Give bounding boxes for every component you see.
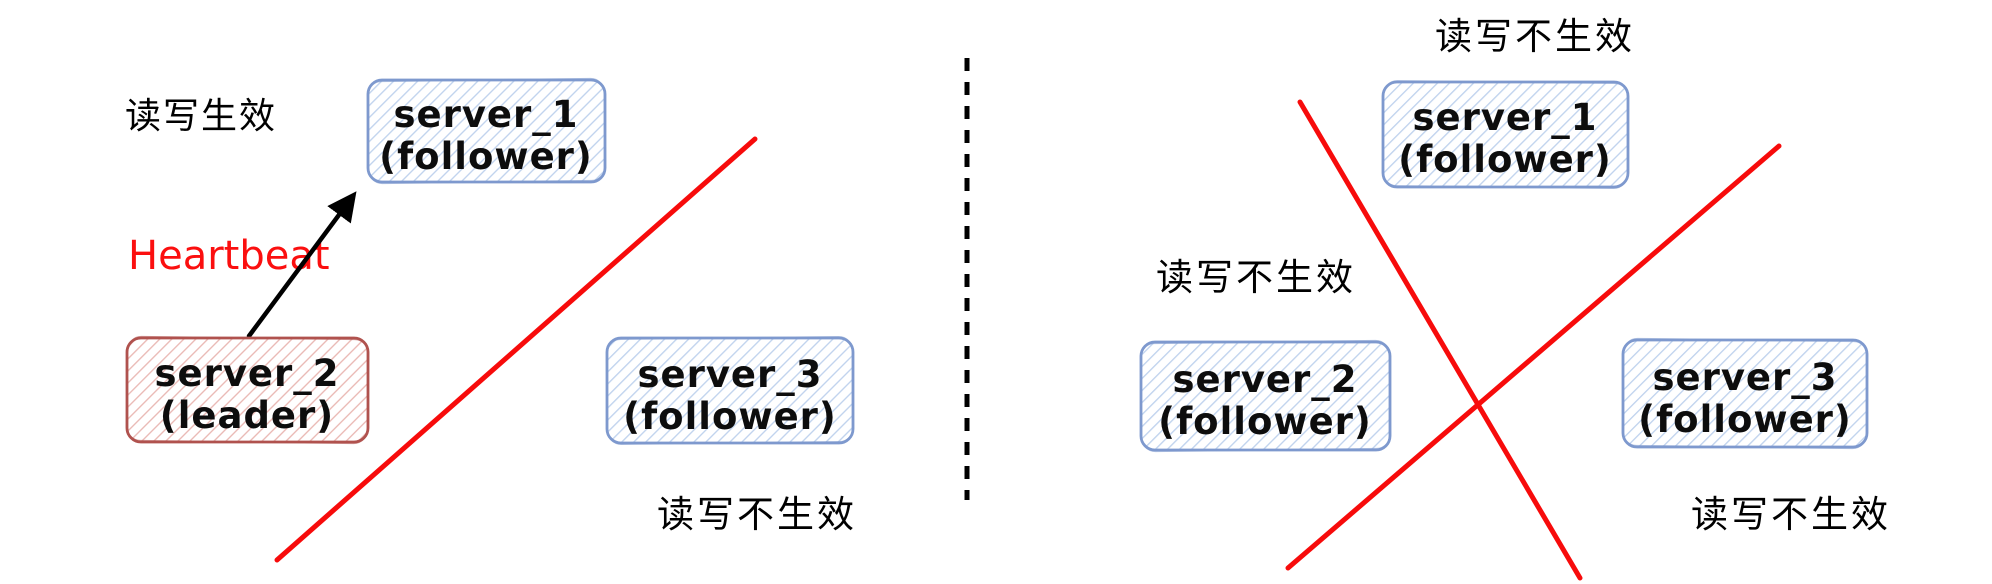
server-1-name-right: server_1	[1412, 96, 1597, 139]
label-rw-effective: 读写生效	[125, 95, 277, 136]
server-2-role-right: (follower)	[1158, 400, 1372, 443]
partition-line-left	[274, 136, 758, 563]
heartbeat-label: Heartbeat	[128, 233, 330, 279]
partition-line-right-b	[1285, 143, 1782, 571]
server-2-role-left: (leader)	[160, 394, 334, 437]
server-3-box-left: server_3 (follower)	[605, 336, 855, 445]
server-2-name-right: server_2	[1172, 358, 1357, 401]
server-2-rect-sketch-right	[1139, 339, 1392, 453]
server-1-role-left: (follower)	[379, 135, 593, 178]
server-1-role-right: (follower)	[1398, 138, 1612, 181]
server-2-box-left: server_2 (leader)	[125, 335, 370, 445]
heartbeat-arrow	[246, 191, 357, 339]
server-2-name-left: server_2	[154, 352, 339, 395]
panel-left: 读写生效 server_1 (follower) Heartbeat serve…	[125, 77, 857, 563]
server-2-box-right: server_2 (follower)	[1139, 339, 1392, 453]
server-3-rect-sketch-right	[1621, 337, 1869, 450]
partition-line-right-a	[1297, 99, 1583, 581]
server-1-name-left: server_1	[393, 93, 578, 136]
panel-right: 读写不生效 server_1 (follower) 读写不生效 server_2…	[1139, 16, 1891, 581]
label-rw-ineffective-left-panel: 读写不生效	[657, 494, 857, 535]
server-3-role-left: (follower)	[623, 395, 837, 438]
server-1-box-right: server_1 (follower)	[1381, 80, 1630, 189]
server-1-rect-sketch-right	[1381, 80, 1630, 189]
label-rw-ineffective-middle: 读写不生效	[1156, 257, 1356, 298]
label-rw-ineffective-bottom: 读写不生效	[1691, 494, 1891, 535]
server-3-role-right: (follower)	[1638, 398, 1852, 441]
server-2-rect-sketch-left	[125, 335, 370, 445]
label-rw-ineffective-top: 读写不生效	[1435, 16, 1635, 57]
server-1-box-left: server_1 (follower)	[366, 77, 607, 185]
server-3-name-left: server_3	[637, 353, 822, 396]
server-3-box-right: server_3 (follower)	[1621, 337, 1869, 450]
server-3-name-right: server_3	[1652, 356, 1837, 399]
server-1-rect-sketch-left	[366, 77, 607, 185]
server-3-rect-sketch-left	[605, 336, 855, 445]
